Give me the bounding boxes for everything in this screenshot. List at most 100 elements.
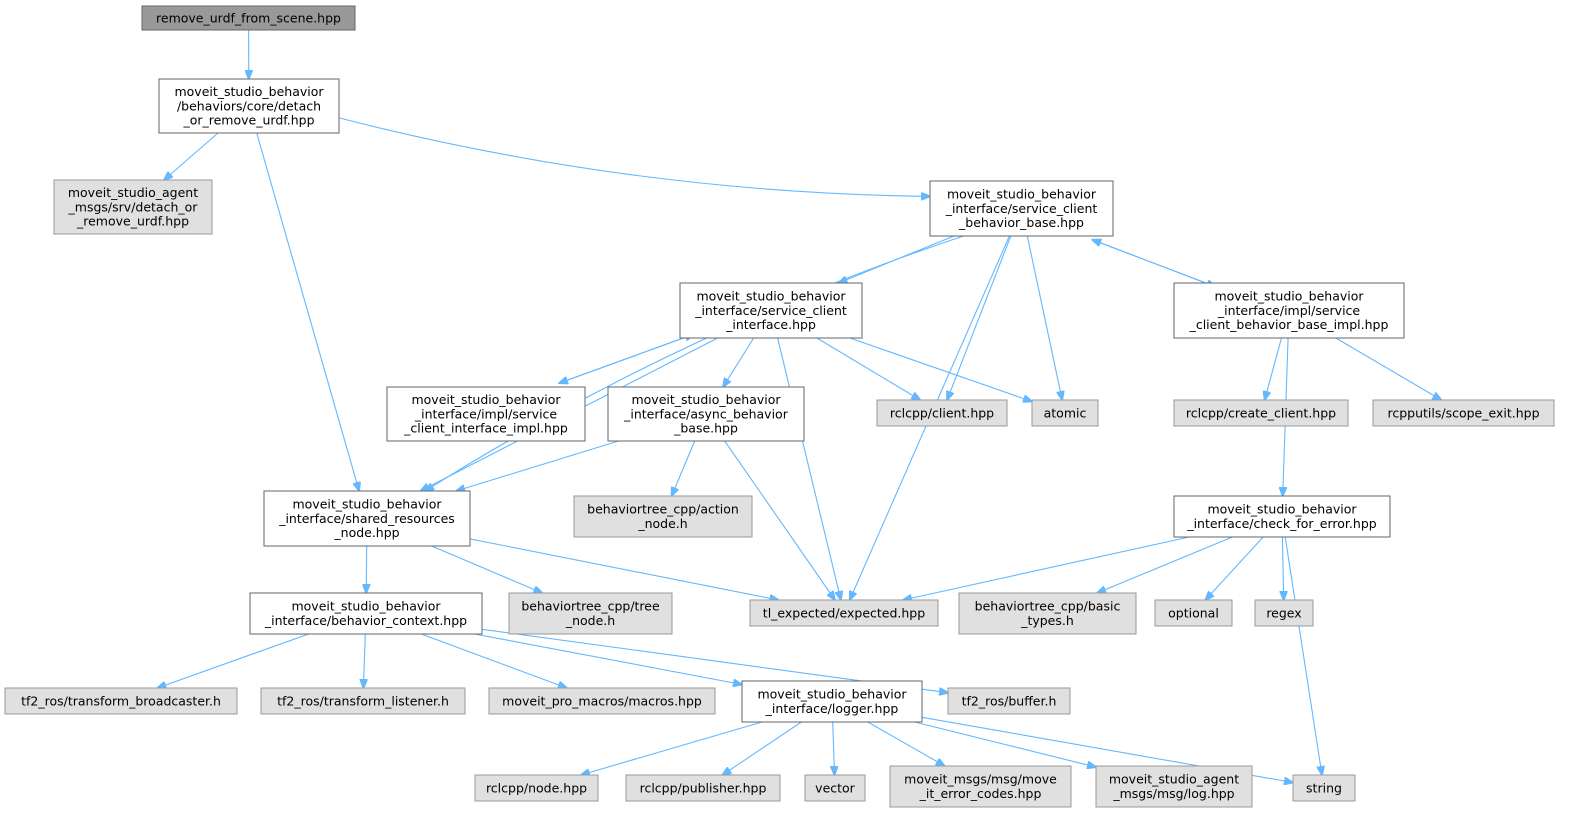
node-remove-urdf-from-scene[interactable]: remove_urdf_from_scene.hpp [141,5,356,31]
node-label-line: _interface/shared_resources [278,511,455,526]
node-label-line: _interface/async_behavior [623,406,789,421]
node-move-it-error-codes: moveit_msgs/msg/move_it_error_codes.hpp [889,765,1072,808]
edge-behavior_context-to-logger [474,633,742,685]
node-box [929,180,1114,237]
edge-check_for_error-to-bt_basic_types [1097,536,1233,593]
node-box [1372,399,1555,427]
edge-shared_resources_node-to-behavior_context [366,545,367,593]
node-box [1173,399,1349,427]
node-box [679,282,863,339]
edge-service_client_behavior_base-to-shared_resources_node [425,235,964,491]
node-service-client-interface[interactable]: moveit_studio_behavior_interface/service… [679,282,863,339]
node-behavior-context[interactable]: moveit_studio_behavior_interface/behavio… [249,592,483,635]
node-optional: optional [1154,599,1233,627]
edge-logger-to-agent_msg_log [914,721,1097,767]
node-label-line: behaviortree_cpp/action [587,502,739,517]
node-agent-srv-detach: moveit_studio_agent_msgs/srv/detach_or_r… [53,179,213,235]
node-label-line: _interface/service_client [694,303,847,318]
node-label-line: _node.h [637,516,687,531]
node-detach-or-remove-urdf[interactable]: moveit_studio_behavior/behaviors/core/de… [158,78,340,134]
node-box [804,774,866,802]
node-label-line: moveit_studio_behavior [757,687,907,702]
node-box [749,599,939,627]
node-tf2-buffer: tf2_ros/buffer.h [947,687,1071,715]
node-box [488,687,716,715]
node-label-line: /behaviors/core/detach [177,98,321,113]
edge-check_for_error-to-tl_expected [903,536,1190,600]
node-rcpputils-scope-exit: rcpputils/scope_exit.hpp [1372,399,1555,427]
node-rclcpp-publisher: rclcpp/publisher.hpp [625,774,781,802]
node-label-line: _interface/service_client [945,201,1098,216]
edge-service_client_behavior_base_impl-to-rcpputils_scope_exit [1335,337,1442,400]
node-check-for-error[interactable]: moveit_studio_behavior_interface/check_f… [1173,495,1391,538]
edge-logger-to-move_it_error_codes [867,721,945,766]
node-label-line: moveit_studio_behavior [631,392,781,407]
node-rclcpp-client: rclcpp/client.hpp [876,399,1008,427]
node-label-line: _it_error_codes.hpp [919,786,1042,801]
node-box [53,179,213,235]
node-tf2-broadcaster: tf2_ros/transform_broadcaster.h [4,687,238,715]
node-box [741,680,923,723]
node-label-line: moveit_studio_behavior [291,599,441,614]
node-label-line: regex [1266,605,1301,620]
node-rclcpp-node: rclcpp/node.hpp [474,774,599,802]
edge-detach_or_remove_urdf-to-service_client_behavior_base [338,117,930,196]
node-logger[interactable]: moveit_studio_behavior_interface/logger.… [741,680,923,723]
node-label-line: tl_expected/expected.hpp [763,605,925,620]
node-box [4,687,238,715]
edge-service_client_interface-to-tl_expected [777,337,841,600]
node-vector: vector [804,774,866,802]
node-box [947,687,1071,715]
node-service-client-interface-impl[interactable]: moveit_studio_behavior_interface/impl/se… [386,386,586,442]
node-label-line: rclcpp/create_client.hpp [1186,405,1336,420]
node-label-line: moveit_pro_macros/macros.hpp [502,693,702,708]
node-bt-tree-node: behaviortree_cpp/tree_node.h [508,592,673,635]
node-label-line: rclcpp/publisher.hpp [640,780,767,795]
node-shared-resources-node[interactable]: moveit_studio_behavior_interface/shared_… [263,490,471,547]
node-label-line: _interface/logger.hpp [765,701,899,716]
edge-async_behavior_base-to-bt_action_node [672,440,696,496]
node-label-line: moveit_studio_behavior [411,392,561,407]
node-bt-basic-types: behaviortree_cpp/basic_types.h [958,592,1137,635]
node-label-line: _node.h [565,613,615,628]
node-string: string [1292,774,1356,802]
node-label-line: moveit_studio_agent [68,185,198,200]
node-box [876,399,1008,427]
node-box [260,687,466,715]
node-async-behavior-base[interactable]: moveit_studio_behavior_interface/async_b… [607,386,805,442]
edge-service_client_behavior_base-to-atomic [1026,235,1062,400]
edge-logger-to-vector [833,721,835,775]
node-box [625,774,781,802]
node-rclcpp-create-client: rclcpp/create_client.hpp [1173,399,1349,427]
node-pro-macros: moveit_pro_macros/macros.hpp [488,687,716,715]
node-box [958,592,1137,635]
edge-service_client_behavior_base_impl-to-service_client_behavior_base [1092,240,1216,288]
node-box [1031,399,1099,427]
edge-check_for_error-to-string [1284,536,1322,775]
edge-detach_or_remove_urdf-to-agent_srv_detach [164,132,219,180]
node-bt-action-node: behaviortree_cpp/action_node.h [573,495,753,538]
node-label-line: _behavior_base.hpp [958,215,1084,230]
node-regex: regex [1254,599,1314,627]
node-box [1173,495,1391,538]
node-service-client-behavior-base-impl[interactable]: moveit_studio_behavior_interface/impl/se… [1173,282,1405,339]
node-service-client-behavior-base[interactable]: moveit_studio_behavior_interface/service… [929,180,1114,237]
edge-service_client_interface_impl-to-service_client_interface [558,334,694,384]
node-label-line: _msgs/srv/detach_or [68,199,199,214]
edge-behavior_context-to-pro_macros [421,633,567,688]
node-label-line: tf2_ros/transform_listener.h [277,693,449,708]
node-label-line: _msgs/msg/log.hpp [1112,786,1234,801]
edge-shared_resources_node-to-bt_tree_node [431,545,543,593]
node-label-line: _interface.hpp [725,317,816,332]
node-label-line: tf2_ros/buffer.h [962,693,1057,708]
node-label-line: moveit_studio_behavior [947,187,1097,202]
node-label-line: moveit_studio_behavior [174,84,324,99]
node-box [1254,599,1314,627]
edge-service_client_interface-to-atomic [849,337,1032,402]
edge-detach_or_remove_urdf-to-shared_resources_node [256,132,359,491]
node-box [1292,774,1356,802]
node-label-line: _or_remove_urdf.hpp [182,113,314,128]
node-box [508,592,673,635]
node-label-line: behaviortree_cpp/basic [975,599,1121,614]
